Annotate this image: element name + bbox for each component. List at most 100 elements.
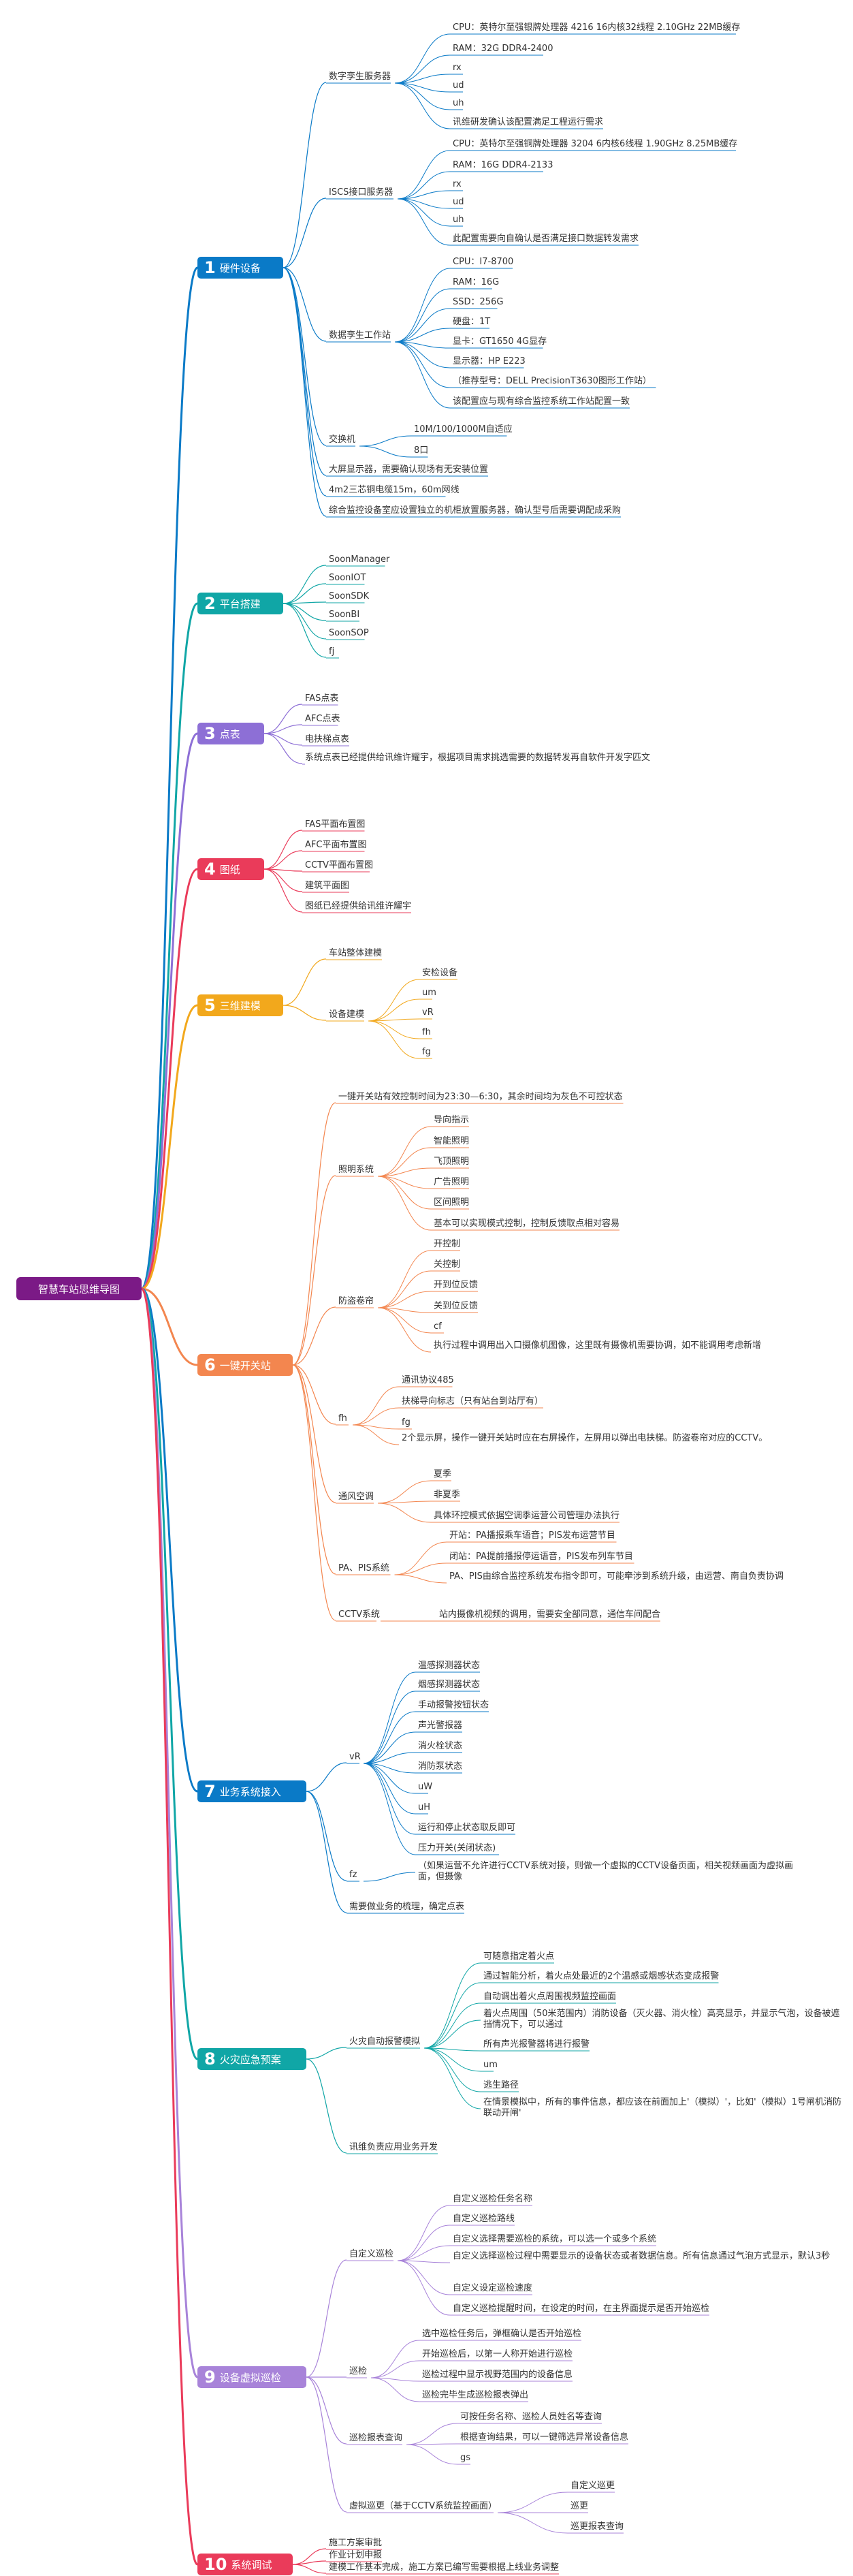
node-c8-1-7[interactable]: 逃生路径 [483, 2080, 519, 2090]
node-c1-3-3[interactable]: SSD：256G [453, 297, 504, 307]
node-c9-4-1[interactable]: 自定义巡更 [570, 2481, 615, 2491]
node-c6-4-2[interactable]: 扶梯导向标志（只有站台到站厅有） [402, 1396, 544, 1407]
node-c1-1-4[interactable]: ud [453, 80, 464, 91]
node-c1-2-4[interactable]: ud [453, 197, 464, 207]
node-c8-1-2[interactable]: 通过智能分析，着火点处最近的2个温感或烟感状态变成报警 [483, 1971, 720, 1981]
node-c1-3-7[interactable]: （推荐型号：DELL PrecisionT3630图形工作站） [453, 376, 651, 386]
node-c7-1-10[interactable]: 压力开关(关闭状态) [418, 1843, 496, 1853]
node-c1-2-5[interactable]: uh [453, 215, 464, 225]
node-c6-3-2[interactable]: 关控制 [434, 1259, 461, 1270]
node-c6-4-3[interactable]: fg [402, 1417, 411, 1428]
node-c1-5[interactable]: 大屏显示器，需要确认现场有无安装位置 [329, 465, 489, 475]
node-c6-7-1[interactable]: 站内摄像机视频的调用，需要安全部同意，通信车间配合 [439, 1609, 661, 1620]
node-c7-1[interactable]: vR [349, 1752, 361, 1762]
node-c3-3[interactable]: 电扶梯点表 [305, 734, 350, 744]
node-c1-1-5[interactable]: uh [453, 98, 464, 108]
node-c4-2[interactable]: AFC平面布置图 [305, 840, 367, 850]
node-c1-1-6[interactable]: 讯维研发确认该配置满足工程运行需求 [453, 117, 604, 127]
node-c9-4-2[interactable]: 巡更 [570, 2501, 589, 2511]
node-c6-7[interactable]: CCTV系统 [338, 1609, 380, 1620]
node-c7-1-7[interactable]: uW [418, 1782, 433, 1792]
node-c5-2-2[interactable]: um [422, 988, 436, 998]
node-c6-2[interactable]: 照明系统 [338, 1165, 374, 1175]
node-c9-2-1[interactable]: 选中巡检任务后，弹框确认是否开始巡检 [422, 2329, 582, 2339]
node-c8-1[interactable]: 火灾自动报警模拟 [349, 2037, 421, 2047]
node-c9-4-3[interactable]: 巡更报表查询 [570, 2522, 624, 2532]
node-c2-6[interactable]: fj [329, 646, 335, 657]
node-c1-3-2[interactable]: RAM：16G [453, 277, 500, 287]
node-c6-5-2[interactable]: 非夏季 [434, 1490, 461, 1500]
node-c9-1-5[interactable]: 自定义设定巡检速度 [453, 2283, 533, 2293]
node-c1-1-2[interactable]: RAM：32G DDR4-2400 [453, 44, 553, 54]
node-c7-1-4[interactable]: 声光警报器 [418, 1721, 463, 1731]
node-c1-2-2[interactable]: RAM：16G DDR4-2133 [453, 160, 553, 170]
node-c9-2-2[interactable]: 开始巡检后，以第一人称开始进行巡检 [422, 2349, 573, 2359]
node-c9-1-1[interactable]: 自定义巡检任务名称 [453, 2194, 533, 2204]
node-c6-2-4[interactable]: 广告照明 [434, 1177, 470, 1187]
node-c1-2[interactable]: ISCS接口服务器 [329, 187, 393, 198]
node-c6-3-1[interactable]: 开控制 [434, 1239, 461, 1249]
node-c6-6-2[interactable]: 闭站：PA提前播报停运语音，PIS发布列车节目 [449, 1552, 633, 1562]
node-c9-1[interactable]: 自定义巡检 [349, 2249, 394, 2259]
node-c9-1-4[interactable]: 自定义选择巡检过程中需要显示的设备状态或者数据信息。所有信息通过气泡方式显示，默… [453, 2251, 831, 2261]
node-c6-2-3[interactable]: 飞顶照明 [434, 1157, 470, 1167]
node-c5-2-1[interactable]: 安检设备 [422, 968, 458, 978]
node-c9-2-4[interactable]: 巡检完毕生成巡检报表弹出 [422, 2390, 529, 2400]
node-c1-1[interactable]: 数字孪生服务器 [329, 72, 391, 82]
node-c8-1-4[interactable]: 着火点周围（50米范围内）消防设备（灭火器、消火栓）高亮显示，并显示气泡，设备被… [483, 2009, 840, 2030]
node-c10-3[interactable]: 建模工作基本完成，施工方案已编写需要根据上线业务调整 [329, 2562, 560, 2573]
node-c7-1-2[interactable]: 烟感探测器状态 [418, 1680, 481, 1690]
node-c9-3[interactable]: 巡检报表查询 [349, 2433, 403, 2443]
node-c9-3-3[interactable]: gs [460, 2453, 471, 2463]
node-c1-2-6[interactable]: 此配置需要向自确认是否满足接口数据转发需求 [453, 234, 639, 244]
node-c7-1-6[interactable]: 消防泵状态 [418, 1761, 463, 1772]
node-c6-4[interactable]: fh [338, 1413, 347, 1424]
node-c6-3[interactable]: 防盗卷帘 [338, 1296, 374, 1306]
node-c1-3-4[interactable]: 硬盘：1T [453, 317, 491, 327]
node-c7-1-1[interactable]: 温感探测器状态 [418, 1661, 481, 1671]
node-c6-4-1[interactable]: 通讯协议485 [402, 1375, 454, 1385]
node-c6-2-2[interactable]: 智能照明 [434, 1136, 470, 1146]
node-c4-4[interactable]: 建筑平面图 [305, 881, 350, 891]
node-c5-2-3[interactable]: vR [422, 1007, 434, 1018]
node-c6-3-6[interactable]: 执行过程中调用出入口摄像机图像，这里既有摄像机需要协调，如不能调用考虑新增 [434, 1340, 762, 1351]
node-c5-2[interactable]: 设备建模 [329, 1009, 365, 1020]
node-c6-6[interactable]: PA、PIS系统 [338, 1563, 389, 1573]
node-c1-1-3[interactable]: rx [453, 63, 462, 73]
node-c1-2-1[interactable]: CPU：英特尔至强铜牌处理器 3204 6内核6线程 1.90GHz 8.25M… [453, 139, 738, 149]
node-c1-3[interactable]: 数据孪生工作站 [329, 330, 391, 341]
node-c9-2[interactable]: 巡检 [349, 2366, 368, 2376]
node-c7-3[interactable]: 需要做业务的梳理，确定点表 [349, 1902, 465, 1912]
node-c9-3-2[interactable]: 根据查询结果，可以一键筛选异常设备信息 [460, 2432, 629, 2443]
node-c8-1-1[interactable]: 可随意指定着火点 [483, 1951, 555, 1962]
node-c8-1-5[interactable]: 所有声光报警器将进行报警 [483, 2039, 590, 2049]
node-c1-6[interactable]: 4m2三芯铜电缆15m，60m网线 [329, 485, 460, 495]
node-c1-3-1[interactable]: CPU：I7-8700 [453, 257, 514, 267]
node-c6-2-5[interactable]: 区间照明 [434, 1197, 470, 1208]
node-c9-1-6[interactable]: 自定义巡检提醒时间，在设定的时间，在主界面提示是否开始巡检 [453, 2304, 710, 2314]
node-c7-1-5[interactable]: 消火栓状态 [418, 1741, 463, 1751]
node-c6-1[interactable]: 一键开关站有效控制时间为23:30—6:30，其余时间均为灰色不可控状态 [338, 1092, 623, 1102]
node-c3-4[interactable]: 系统点表已经提供给讯维许耀宇，根据项目需求挑选需要的数据转发再自软件开发字匹文 [305, 753, 651, 763]
node-c2-2[interactable]: SoonIOT [329, 573, 366, 583]
node-c6-6-1[interactable]: 开站：PA播报乘车语音；PIS发布运营节目 [449, 1530, 615, 1541]
node-c9-1-3[interactable]: 自定义选择需要巡检的系统，可以选一个或多个系统 [453, 2234, 657, 2244]
node-c2-4[interactable]: SoonBI [329, 610, 360, 620]
node-c8-1-3[interactable]: 自动调出着火点周围视频监控画面 [483, 1992, 617, 2002]
node-c9-2-3[interactable]: 巡检过程中显示视野范围内的设备信息 [422, 2370, 573, 2380]
node-c9-4[interactable]: 虚拟巡更（基于CCTV系统监控画面） [349, 2501, 497, 2511]
node-c6-6-3[interactable]: PA、PIS由综合监控系统发布指令即可，可能牵涉到系统升级，由运营、南自负责协调 [449, 1571, 784, 1582]
node-c1-3-6[interactable]: 显示器：HP E223 [453, 356, 526, 366]
node-c6-3-3[interactable]: 开到位反馈 [434, 1280, 479, 1290]
node-c1-3-8[interactable]: 该配置应与现有综合监控系统工作站配置一致 [453, 396, 630, 407]
node-c6-5-3[interactable]: 具体环控模式依据空调季运营公司管理办法执行 [434, 1511, 620, 1521]
node-c3-1[interactable]: FAS点表 [305, 693, 339, 704]
node-c1-7[interactable]: 综合监控设备室应设置独立的机柜放置服务器，确认型号后需要调配成采购 [329, 505, 622, 516]
node-c10-2[interactable]: 作业计划申报 [329, 2550, 383, 2560]
